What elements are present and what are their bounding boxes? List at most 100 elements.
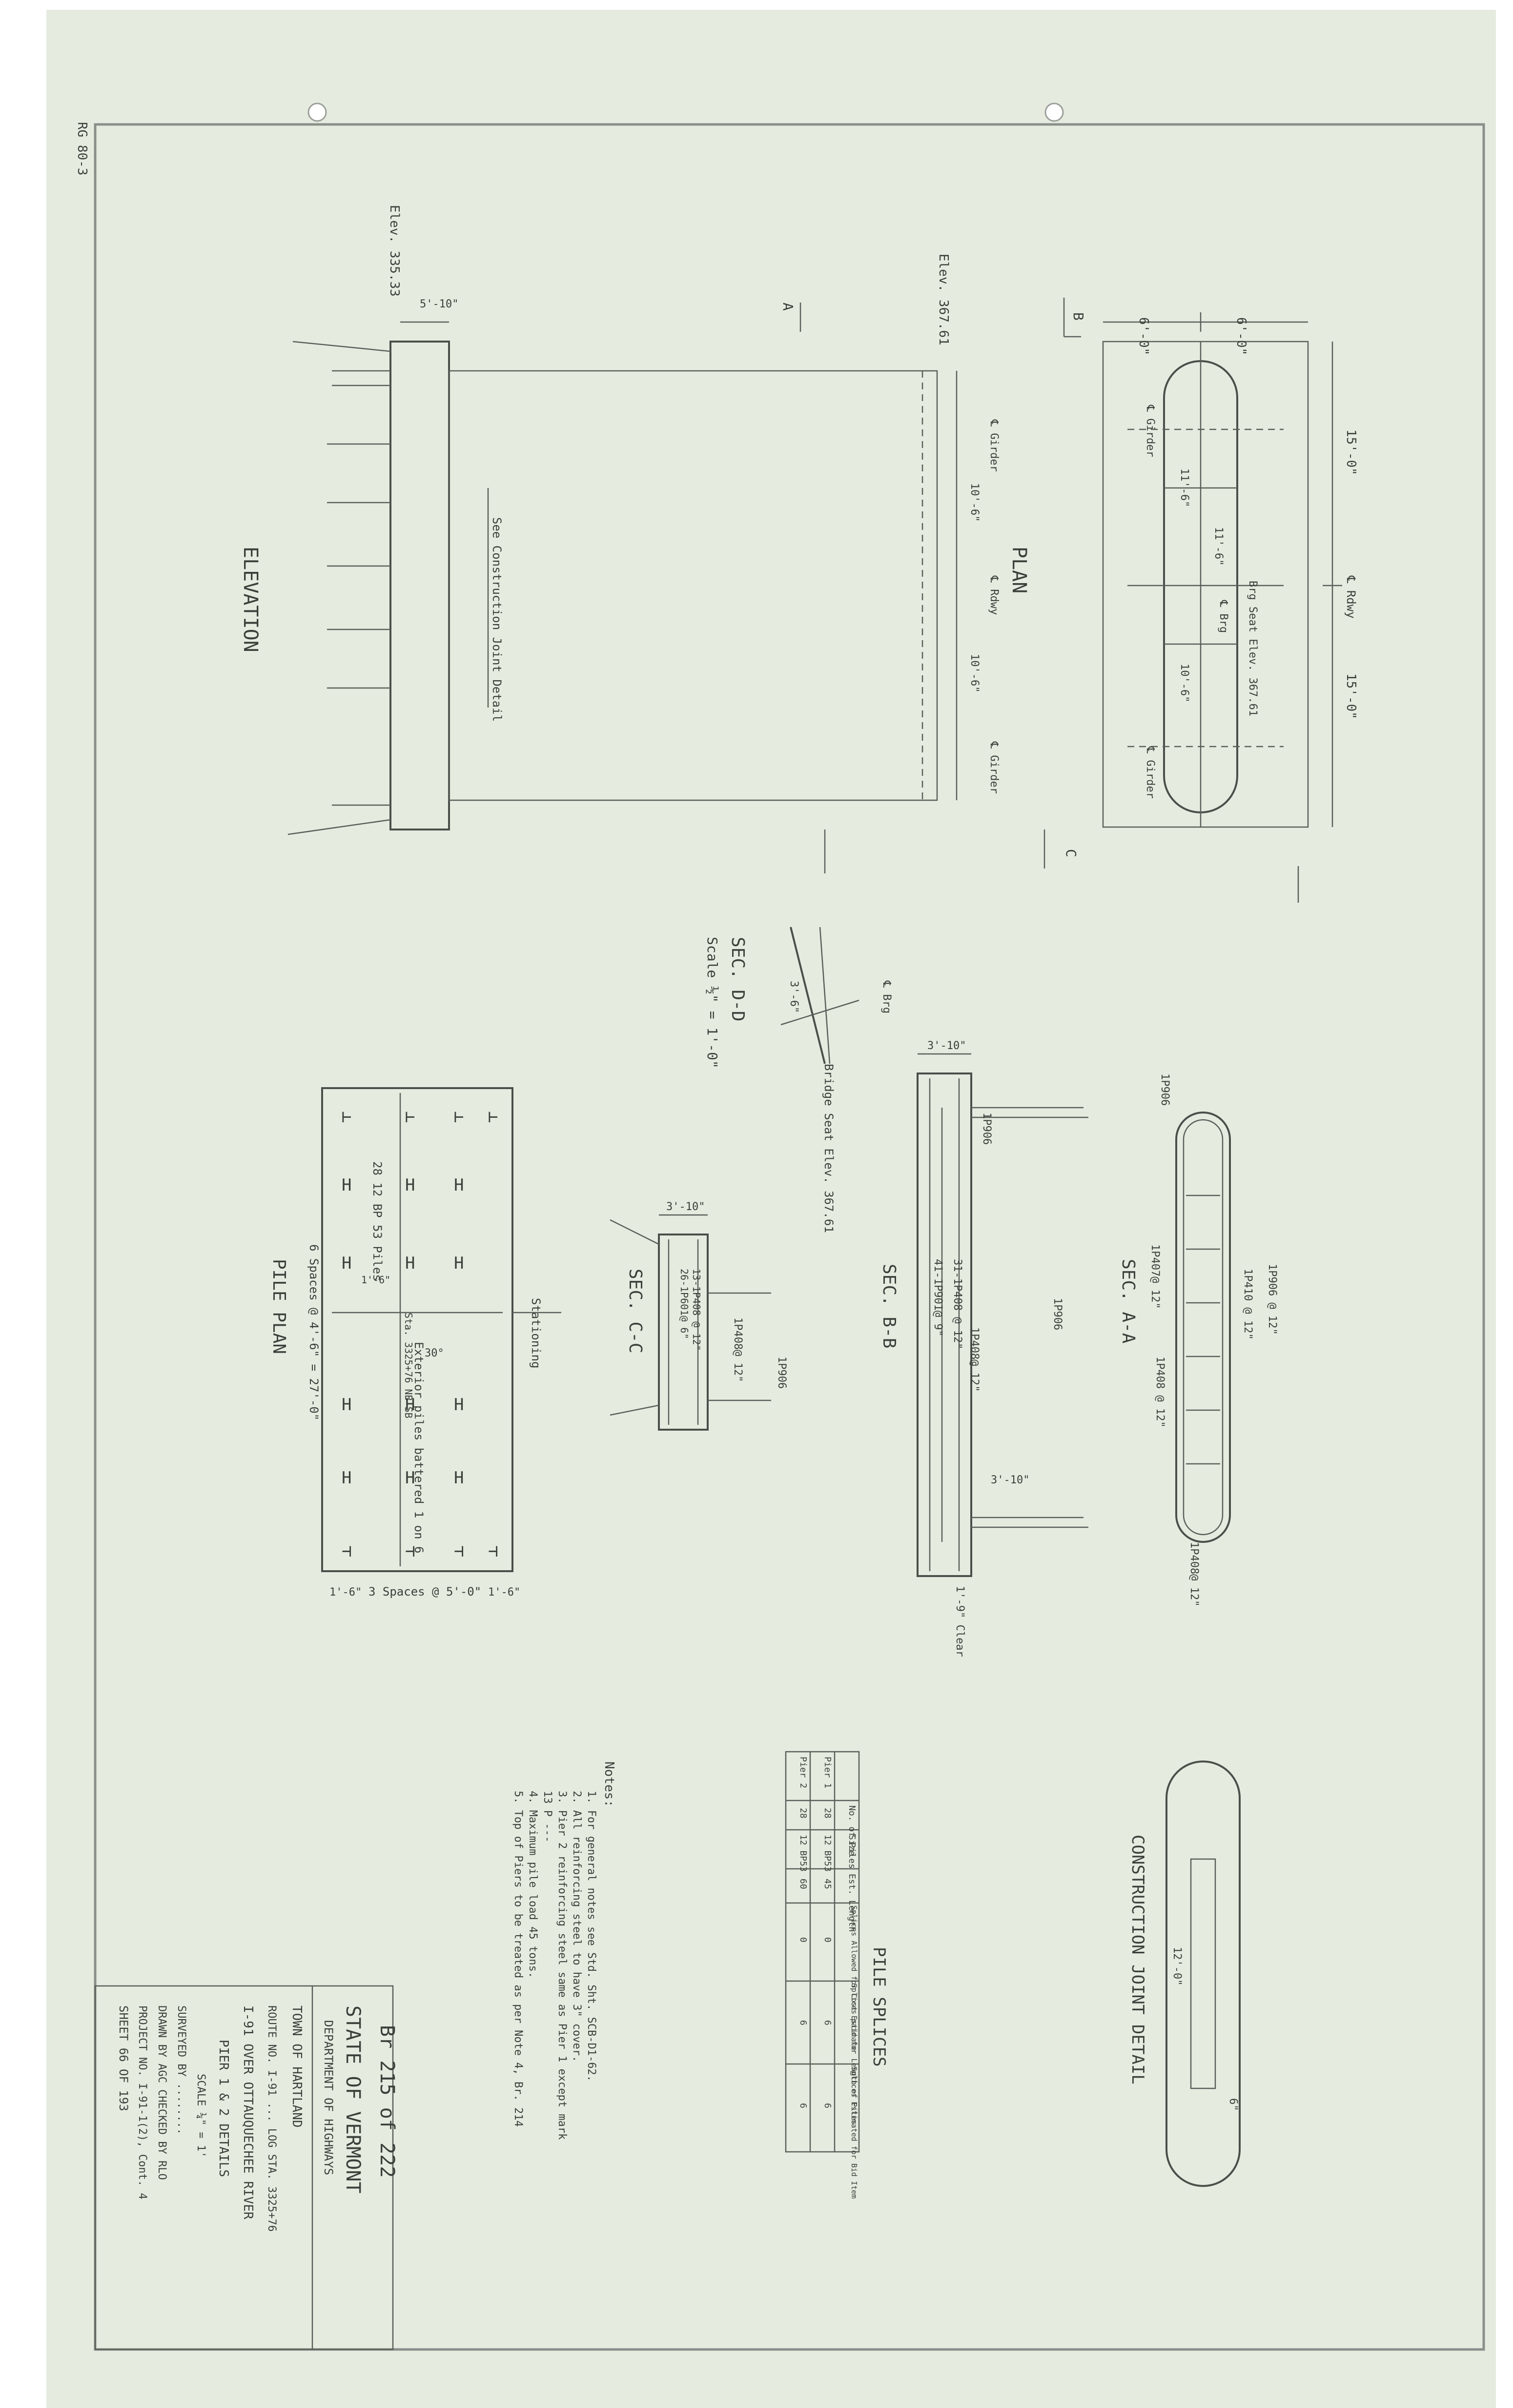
title-drawn: DRAWN BY AGC CHECKED BY RLO bbox=[156, 2005, 168, 2180]
punch-hole bbox=[1044, 102, 1064, 122]
sec-aa-bar5: 1P408 @ 12" bbox=[1154, 1356, 1166, 1428]
sec-dd-brg-label: ℄ Brg bbox=[880, 980, 893, 1013]
sec-aa: SEC. A-A 1P906 1P906 @ 12" 1P410 @ 12" 1… bbox=[1118, 1073, 1278, 1606]
pile-plan-dim-small: 1'-6" bbox=[361, 1274, 390, 1286]
pile-marker: H bbox=[342, 1468, 351, 1488]
pile-marker: H bbox=[454, 1468, 464, 1488]
sec-aa-bar4: 1P407@ 12" bbox=[1149, 1244, 1161, 1309]
title-block: Br 215 of 222 STATE OF VERMONT DEPARTMEN… bbox=[94, 1985, 398, 2350]
sec-dd-title: SEC. D-D bbox=[728, 937, 748, 1021]
plan-dim-c: 11'-6" bbox=[1212, 527, 1225, 566]
pile-splices-r1-c6: 6 bbox=[822, 2103, 833, 2108]
notes-item-5: 4. Maximum pile load 45 tons. bbox=[527, 1791, 539, 1978]
pile-marker: H bbox=[405, 1468, 415, 1488]
sec-cc-bar1: 13-1P408 @ 12" bbox=[691, 1269, 702, 1351]
notes-item-1: 1. For general notes see Std. Sht. SCB-D… bbox=[585, 1791, 597, 2082]
pile-plan-edge-right: 1'-6" bbox=[488, 1586, 520, 1599]
sec-bb-bar5: 1P906 bbox=[1051, 1298, 1063, 1330]
pile-marker: ⊣ bbox=[405, 1541, 415, 1561]
plan-girder-left: ℄ Girder bbox=[1144, 405, 1156, 457]
notes-title: Notes: bbox=[602, 1761, 616, 1807]
plan-dim-top-left: 6'-0" bbox=[1136, 317, 1151, 355]
notes-item-3: 3. Pier 2 reinforcing steel same as Pier… bbox=[556, 1791, 568, 2140]
pile-splices-r1-c0: Pier 1 bbox=[822, 1757, 833, 1788]
title-bridge-no: Br 215 of 222 bbox=[376, 2025, 398, 2178]
pile-plan: ⊢ ⊢ ⊢ ⊢ H H H H H H H H H H H H ⊣ ⊣ ⊣ ⊣ … bbox=[269, 1087, 561, 1599]
pile-splices-title: PILE SPLICES bbox=[869, 1947, 889, 2067]
plan-rdwy-label: ℄ Rdwy bbox=[1344, 575, 1358, 619]
plan-dim-right-top: 15'-0" bbox=[1344, 429, 1358, 475]
notes: Notes: 1. For general notes see Std. Sht… bbox=[512, 1761, 616, 2140]
plan-dim-right-bottom: 15'-0" bbox=[1344, 673, 1358, 719]
sec-cc-dim-top: 3'-10" bbox=[666, 1201, 705, 1213]
punch-hole bbox=[307, 102, 327, 122]
pile-marker: H bbox=[405, 1395, 415, 1415]
notes-item-2: 2. All reinforcing steel to have 3" cove… bbox=[571, 1791, 583, 2062]
pile-splices-r2-c0: Pier 2 bbox=[798, 1757, 808, 1788]
plan-view: 6'-0" 6'-0" 15'-0" 15'-0" ℄ Rdwy ℄ Girde… bbox=[1043, 298, 1358, 903]
sec-dd: SEC. D-D Scale ½" = 1'-0" Bridge Seat El… bbox=[704, 927, 893, 1233]
sec-aa-bar2: 1P906 @ 12" bbox=[1266, 1264, 1278, 1335]
sec-bb-footer-note: 1'-9" Clear bbox=[954, 1586, 966, 1657]
pile-splices-h1: No. of Piles bbox=[847, 1805, 857, 1869]
pile-plan-spacing-short: 3 Spaces @ 5'-0" bbox=[368, 1585, 481, 1599]
elevation-dim-left: 10'-6" bbox=[968, 483, 981, 522]
elevation-view: 5'-10" Elev. 367.61 Elev. 335.33 See Con… bbox=[239, 205, 1030, 873]
title-crossing: I-91 OVER OTTAUQUECHEE RIVER bbox=[241, 2005, 255, 2220]
sec-aa-bar3: 1P410 @ 12" bbox=[1242, 1269, 1254, 1340]
sec-dd-seat-note: Bridge Seat Elev. 367.61 bbox=[822, 1064, 836, 1233]
pile-markers: ⊢ ⊢ ⊢ ⊢ H H H H H H H H H H H H ⊣ ⊣ ⊣ ⊣ bbox=[342, 1107, 498, 1561]
title-route: ROUTE NO. I-91 ... LOG STA. 3325+76 bbox=[266, 2005, 278, 2232]
elevation-dim-right: 10'-6" bbox=[968, 654, 981, 692]
sec-aa-bar6: 1P408@ 12" bbox=[1188, 1542, 1200, 1606]
sec-cc: 3'-10" SEC. C-C 13-1P408 @ 12" 26-1P601@… bbox=[610, 1201, 788, 1431]
sec-bb-bar4: 1P408@ 12" bbox=[968, 1327, 981, 1392]
pile-marker: H bbox=[405, 1175, 415, 1195]
plan-brg-label: ℄ Brg bbox=[1217, 600, 1229, 633]
pile-plan-angle: 30° bbox=[425, 1347, 444, 1359]
notes-item-6: 5. Top of Piers to be treated as per Not… bbox=[512, 1791, 524, 2127]
sec-aa-title: SEC. A-A bbox=[1118, 1259, 1138, 1344]
pile-splices-r1-c4: 0 bbox=[822, 1937, 833, 1943]
paper-background bbox=[46, 10, 1496, 2408]
pile-plan-spacing-long: 6 Spaces @ 4'-6" = 27'-0" bbox=[307, 1244, 321, 1420]
plan-dim-top-right: 6'-0" bbox=[1234, 317, 1248, 355]
pile-splices-r2-c3: 60 bbox=[798, 1879, 808, 1889]
pile-marker: H bbox=[454, 1254, 464, 1273]
pile-splices-h5: Splices paid for Length of Piles bbox=[850, 1983, 859, 2125]
sec-bb-bar3: 41-1P901@ 9" bbox=[932, 1259, 944, 1336]
elevation-elev-top: Elev. 367.61 bbox=[936, 254, 951, 345]
title-sheet: SHEET 66 OF 193 bbox=[117, 2005, 130, 2111]
pile-marker: ⊢ bbox=[405, 1107, 415, 1127]
title-scale: SCALE ¼" = 1' bbox=[195, 2074, 207, 2158]
title-department: DEPARTMENT OF HIGHWAYS bbox=[322, 2020, 335, 2175]
sec-bb-bar1: 1P906 bbox=[981, 1113, 993, 1145]
title-surveyed: SURVEYED BY ........ bbox=[175, 2005, 187, 2135]
notes-item-4: 13 P --- bbox=[541, 1791, 553, 1842]
pile-plan-battered-note: Exterior piles battered 1 on 6 bbox=[412, 1342, 426, 1553]
pile-marker: ⊣ bbox=[488, 1541, 498, 1561]
sec-aa-bar1: 1P906 bbox=[1159, 1073, 1171, 1106]
pile-marker: H bbox=[342, 1175, 351, 1195]
pile-splices-h6: Splices Estimated for Bid Item bbox=[850, 2066, 859, 2199]
title-project: PROJECT NO. I-91-1(2), Cont. 4 bbox=[136, 2005, 148, 2199]
elevation-joint-note: See Construction Joint Detail bbox=[490, 517, 504, 722]
pile-splices-r2-c2: 12 BP53 bbox=[798, 1835, 808, 1872]
plan-dim-b: 10'-6" bbox=[1178, 664, 1190, 702]
pile-splices-r1-c5: 6 bbox=[822, 2020, 833, 2025]
title-state: STATE OF VERMONT bbox=[342, 2005, 364, 2193]
pile-splices-r2-c5: 6 bbox=[798, 2020, 808, 2025]
pile-plan-pile-note: 28 12 BP 53 Piles bbox=[370, 1161, 384, 1281]
sec-bb-title: SEC. B-B bbox=[879, 1264, 899, 1348]
pile-marker: ⊢ bbox=[488, 1107, 498, 1127]
sec-bb-dim-top: 3'-10" bbox=[927, 1040, 966, 1052]
pile-splices-h4: Splices Allowed for Cost Estimate bbox=[850, 1905, 859, 2051]
elevation-rdwy: ℄ Rdwy bbox=[988, 575, 1000, 615]
sec-cc-title: SEC. C-C bbox=[625, 1269, 645, 1353]
pile-marker: ⊣ bbox=[454, 1541, 464, 1561]
sec-cc-bar3: 1P906 bbox=[776, 1356, 788, 1389]
plan-cut-c: C bbox=[1063, 849, 1079, 857]
pile-marker: ⊢ bbox=[454, 1107, 464, 1127]
sec-dd-scale: Scale ½" = 1'-0" bbox=[704, 937, 720, 1069]
elevation-girder-right: ℄ Girder bbox=[988, 741, 1000, 794]
